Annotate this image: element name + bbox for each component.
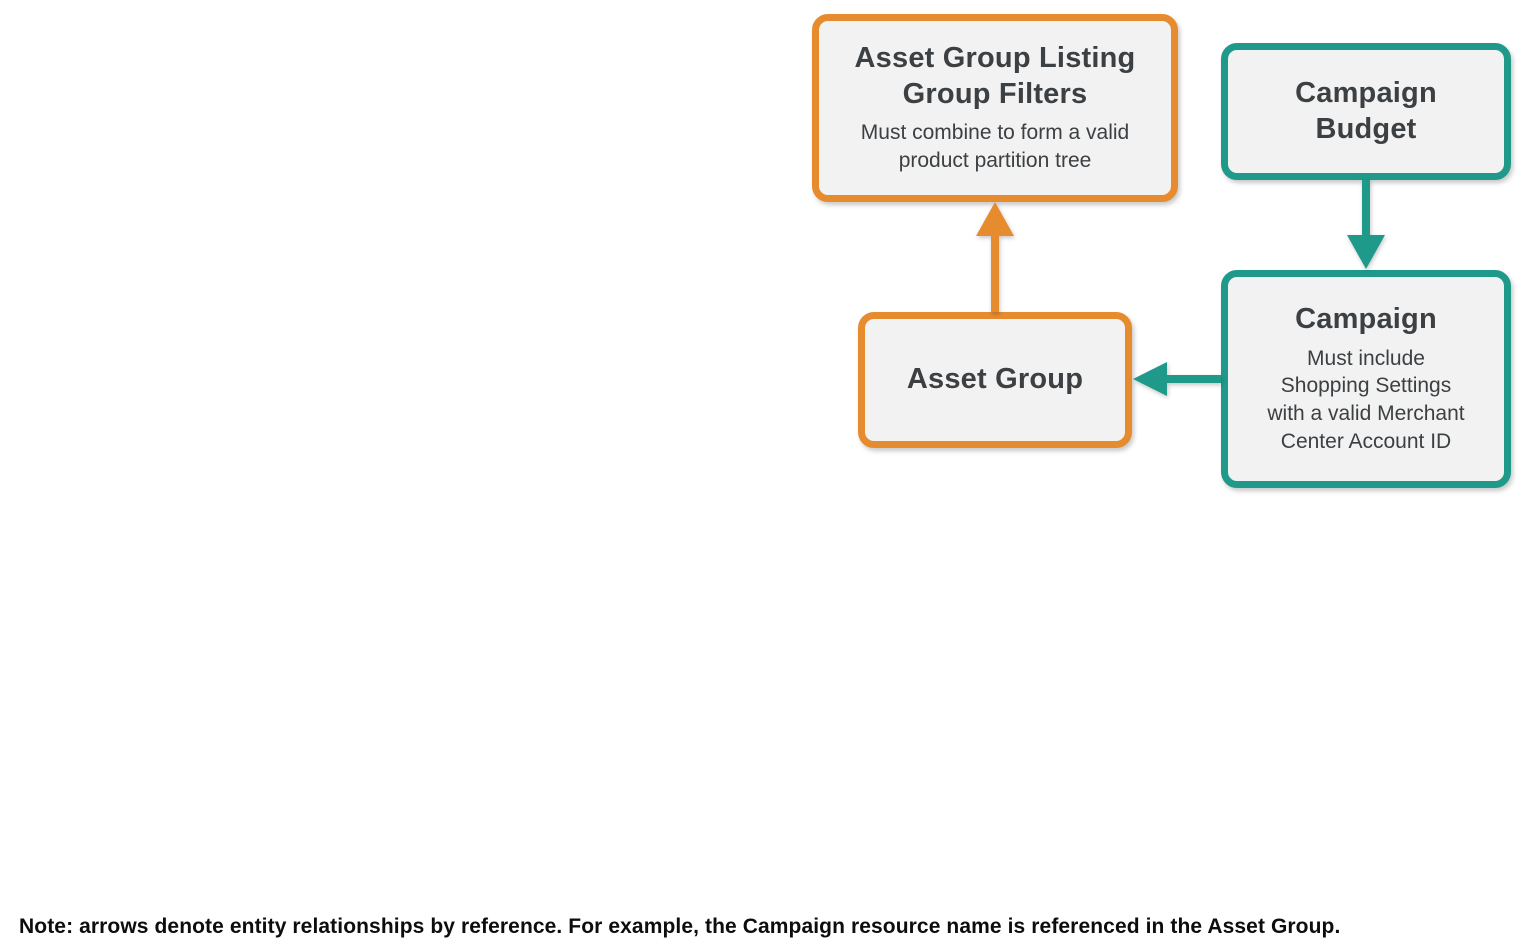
node-campaign-budget: Campaign Budget: [1221, 43, 1511, 180]
node-title-campaign-budget: Campaign Budget: [1295, 77, 1437, 145]
arrow-asset-group-to-listing-group-filters: [976, 202, 1014, 312]
arrow-head-down-icon: [1347, 235, 1385, 269]
node-asset-group-listing-group-filters: Asset Group Listing Group Filters Must c…: [812, 14, 1178, 202]
node-title-asset-group: Asset Group: [906, 363, 1084, 396]
node-subtitle-asset-group-listing-group-filters: Must combine to form a valid product par…: [860, 121, 1130, 172]
arrow-campaign-budget-to-campaign: [1347, 180, 1385, 269]
arrow-campaign-to-asset-group: [1133, 362, 1221, 396]
arrow-head-up-icon: [976, 202, 1014, 236]
node-asset-group: Asset Group: [858, 312, 1132, 448]
node-title-asset-group-listing-group-filters: Asset Group Listing Group Filters: [854, 42, 1136, 110]
node-subtitle-campaign: Must include Shopping Settings with a va…: [1267, 346, 1465, 453]
node-title-campaign: Campaign: [1295, 303, 1437, 336]
arrow-stem: [991, 232, 999, 312]
node-campaign: Campaign Must include Shopping Settings …: [1221, 270, 1511, 488]
arrow-stem: [1362, 180, 1370, 238]
arrow-head-left-icon: [1133, 362, 1167, 396]
arrow-stem: [1163, 375, 1221, 383]
diagram-footnote: Note: arrows denote entity relationships…: [19, 915, 1341, 938]
